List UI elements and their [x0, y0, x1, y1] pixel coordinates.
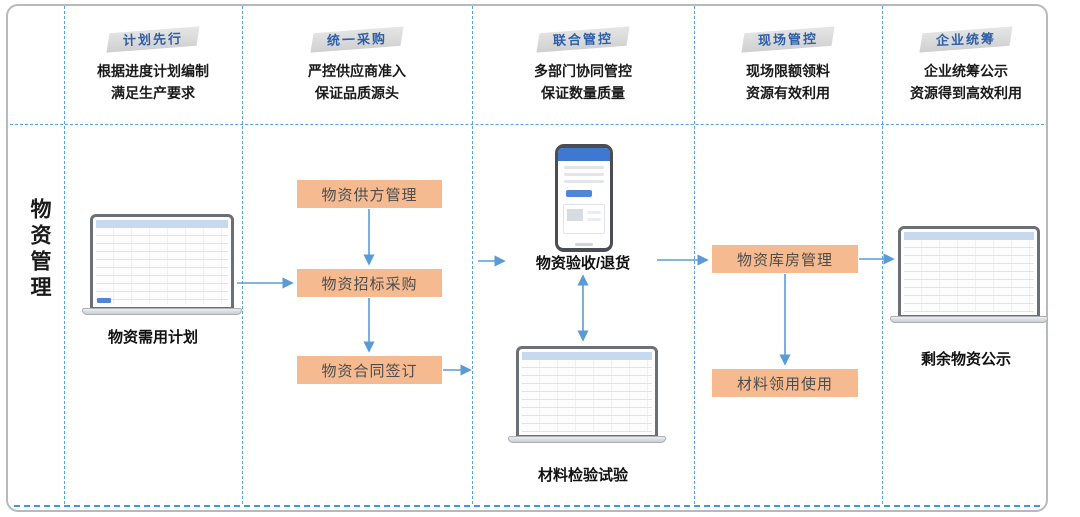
column-subtitle: 根据进度计划编制 满足生产要求 [64, 61, 242, 104]
banner-label: 统一采购 [326, 30, 388, 49]
subtitle-line-1: 多部门协同管控 [534, 63, 632, 79]
banner-ribbon: 企业统筹 [919, 26, 1014, 52]
column-header-joint-control: 联合管控 多部门协同管控 保证数量质量 [472, 28, 694, 104]
warehouse-management-box: 物资库房管理 [712, 245, 858, 273]
banner-label: 联合管控 [552, 30, 614, 49]
supplier-management-box: 物资供方管理 [297, 180, 442, 208]
subtitle-line-2: 保证品质源头 [315, 84, 399, 101]
column-subtitle: 企业统筹公示 资源得到高效利用 [882, 61, 1050, 104]
subtitle-line-2: 满足生产要求 [111, 84, 195, 101]
requisition-use-box: 材料领用使用 [712, 369, 858, 397]
section-label: 物资管理 [28, 198, 51, 302]
laptop-screen-table [522, 352, 652, 432]
phone-text-line [564, 180, 604, 183]
banner-ribbon: 联合管控 [536, 26, 631, 52]
column-header-procurement: 统一采购 严控供应商准入 保证品质源头 [242, 28, 472, 104]
laptop-base [890, 316, 1048, 323]
phone-card-line [587, 211, 601, 214]
phone-card-line [587, 218, 601, 221]
banner-ribbon: 统一采购 [310, 26, 405, 52]
bidding-procurement-box: 物资招标采购 [297, 269, 442, 297]
laptop-illustration-inspection [516, 346, 658, 438]
column-header-site-control: 现场管控 现场限额领料 资源有效利用 [694, 28, 882, 104]
phone-illustration-acceptance [555, 144, 613, 252]
surplus-laptop-caption: 剩余物资公示 [920, 351, 1011, 368]
column-divider-2 [242, 6, 243, 504]
subtitle-line-1: 现场限额领料 [746, 63, 830, 79]
contract-signing-box: 物资合同签订 [297, 356, 442, 384]
column-divider-5 [882, 6, 883, 504]
phone-header-bar [558, 148, 610, 161]
column-header-enterprise: 企业统筹 企业统筹公示 资源得到高效利用 [882, 28, 1050, 104]
subtitle-line-2: 资源有效利用 [746, 84, 830, 101]
banner-ribbon: 现场管控 [741, 26, 836, 52]
column-subtitle: 现场限额领料 资源有效利用 [694, 61, 882, 104]
laptop-illustration-plan [90, 214, 234, 310]
subtitle-line-2: 保证数量质量 [541, 84, 625, 101]
acceptance-return-label: 物资验收/退货 [535, 255, 631, 272]
banner-ribbon: 计划先行 [106, 26, 201, 52]
laptop-screen-table [904, 232, 1034, 312]
column-divider-1 [64, 6, 65, 504]
phone-card [563, 204, 605, 234]
phone-text-line [564, 166, 604, 169]
phone-screen [558, 148, 610, 248]
laptop-screen-table [96, 220, 228, 304]
column-divider-4 [694, 6, 695, 504]
column-subtitle: 严控供应商准入 保证品质源头 [242, 61, 472, 104]
inspection-laptop-caption: 材料检验试验 [537, 467, 628, 484]
diagram-card: 物资管理 计划先行 根据进度计划编制 满足生产要求 统一采购 严控供应商准入 保… [6, 4, 1048, 512]
column-subtitle: 多部门协同管控 保证数量质量 [472, 61, 694, 104]
subtitle-line-1: 企业统筹公示 [924, 63, 1008, 79]
laptop-base [508, 436, 666, 443]
phone-button [566, 190, 592, 197]
subtitle-line-1: 根据进度计划编制 [97, 63, 209, 79]
banner-label: 现场管控 [757, 30, 819, 49]
phone-card-thumbnail [567, 209, 583, 221]
laptop-screen-button [97, 298, 111, 303]
subtitle-line-1: 严控供应商准入 [308, 63, 406, 79]
column-header-planning: 计划先行 根据进度计划编制 满足生产要求 [64, 28, 242, 104]
banner-label: 企业统筹 [935, 30, 997, 49]
banner-label: 计划先行 [122, 30, 184, 49]
header-divider [10, 124, 1044, 125]
phone-text-line [564, 173, 604, 176]
column-divider-3 [472, 6, 473, 504]
plan-laptop-caption: 物资需用计划 [107, 329, 198, 346]
laptop-illustration-surplus [898, 226, 1040, 318]
subtitle-line-2: 资源得到高效利用 [910, 84, 1022, 101]
bottom-dashed-line [14, 505, 1040, 507]
phone-home-indicator [575, 243, 593, 246]
laptop-base [82, 308, 242, 315]
